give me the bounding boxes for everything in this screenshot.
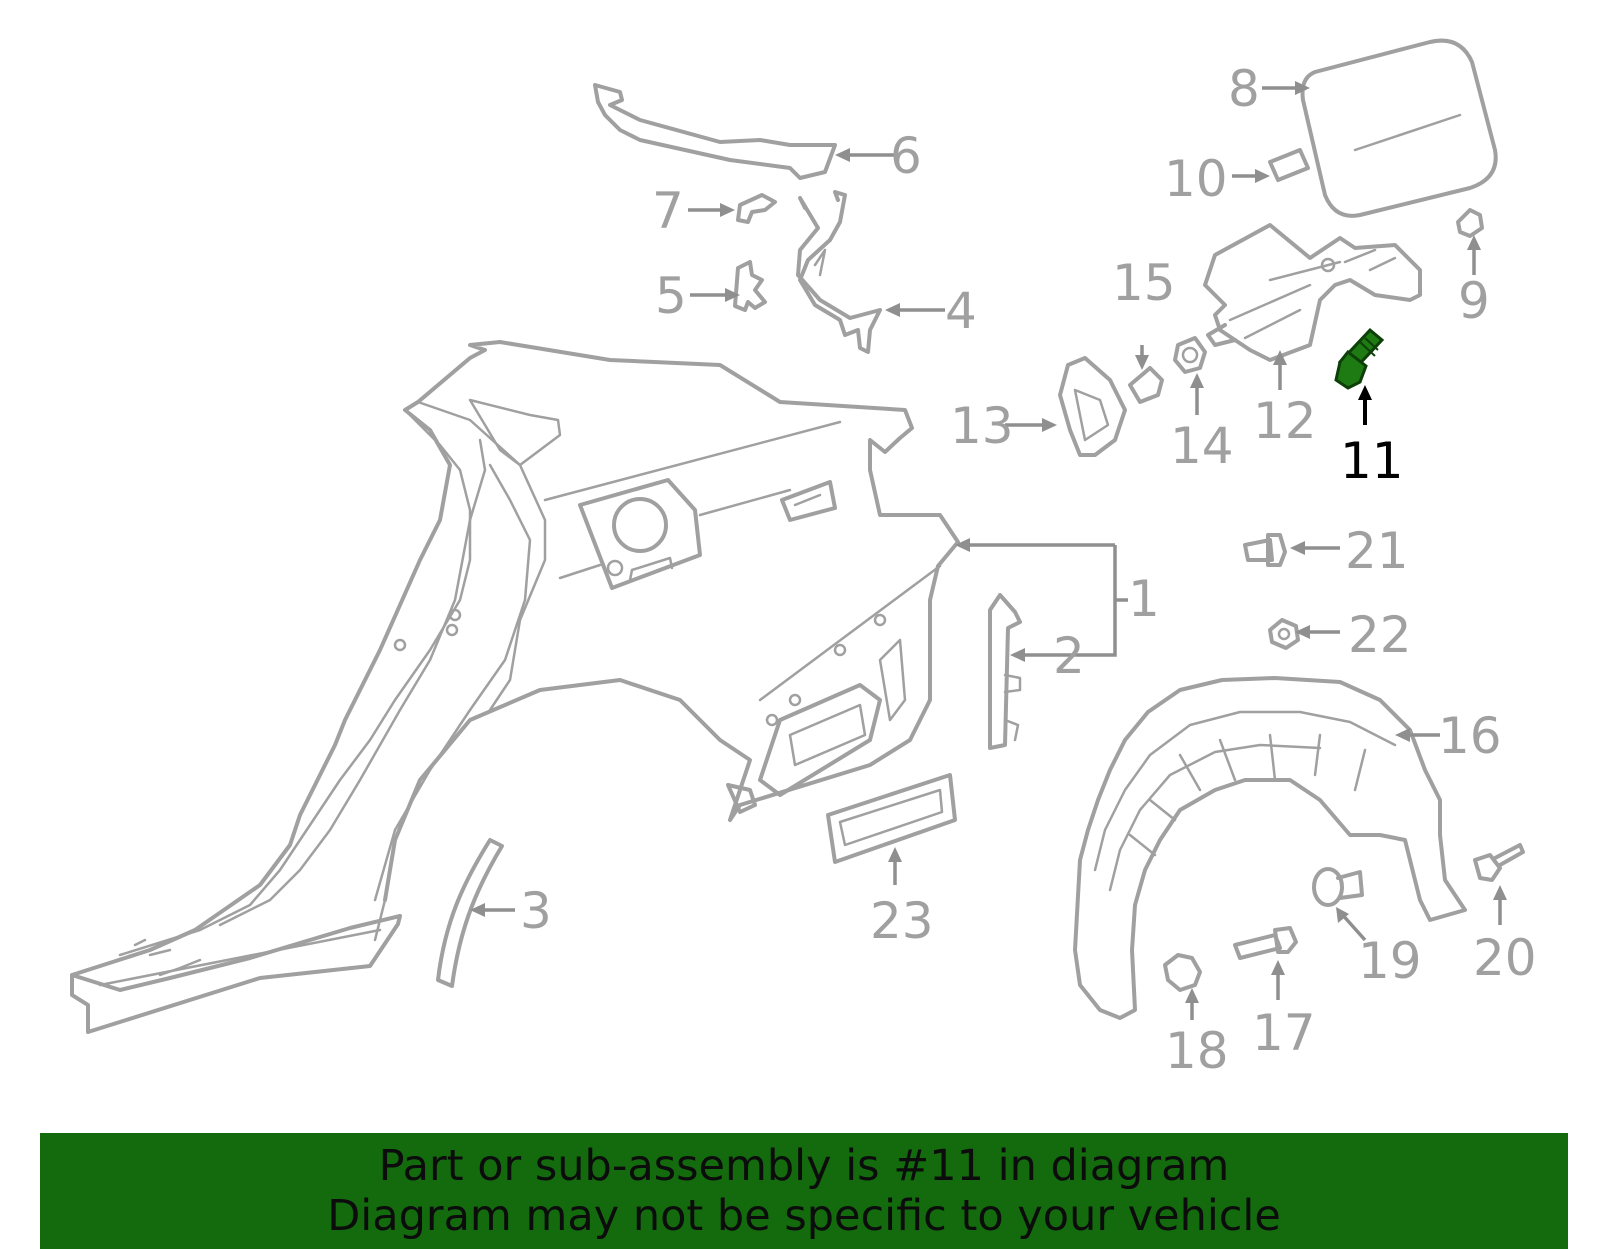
clip-part-5 xyxy=(733,260,767,312)
callout-14: 14 xyxy=(1170,417,1234,475)
pad-part-23 xyxy=(826,773,957,864)
clip-part-15 xyxy=(1128,366,1164,404)
callout-9: 9 xyxy=(1458,272,1490,330)
bracket-part-2 xyxy=(988,593,1022,750)
callout-8: 8 xyxy=(1228,60,1260,118)
arrowheads xyxy=(470,81,1507,1003)
callout-22: 22 xyxy=(1348,606,1412,664)
callout-23: 23 xyxy=(870,892,934,950)
callout-20: 20 xyxy=(1473,929,1537,987)
callout-18: 18 xyxy=(1165,1022,1229,1080)
callout-15: 15 xyxy=(1112,254,1176,312)
clip-part-20 xyxy=(1473,843,1525,882)
pad-part-10 xyxy=(1268,148,1310,182)
callout-21: 21 xyxy=(1345,522,1409,580)
callout-13: 13 xyxy=(950,397,1014,455)
callout-10: 10 xyxy=(1164,150,1228,208)
callout-12: 12 xyxy=(1253,392,1317,450)
reinforcement-part-4 xyxy=(796,190,882,354)
callout-2: 2 xyxy=(1053,627,1085,685)
clip-part-21 xyxy=(1243,533,1287,567)
callout-labels: 1 2 3 4 5 6 7 8 9 10 11 12 13 14 15 16 1… xyxy=(520,60,1537,1080)
banner-line-part-info: Part or sub-assembly is #11 in diagram xyxy=(378,1141,1230,1191)
banner-line-disclaimer: Diagram may not be specific to your vehi… xyxy=(327,1191,1281,1241)
callout-7: 7 xyxy=(652,182,684,240)
callout-5: 5 xyxy=(655,267,687,325)
filler-box-part-12 xyxy=(1203,223,1422,362)
callout-4: 4 xyxy=(945,282,977,340)
leader-lines xyxy=(475,86,1502,1020)
bolt-part-17 xyxy=(1233,926,1298,960)
small-bracket-part-7 xyxy=(736,193,777,224)
nut-part-9 xyxy=(1456,208,1484,238)
grommet-part-22 xyxy=(1268,618,1300,650)
quarter-panel-part-1 xyxy=(70,340,960,1034)
clip-part-19 xyxy=(1312,867,1364,907)
clip-part-18 xyxy=(1163,953,1202,992)
callout-19: 19 xyxy=(1358,932,1422,990)
fuel-door-part-8 xyxy=(1300,38,1498,218)
grommet-part-14 xyxy=(1173,336,1207,374)
housing-part-13 xyxy=(1058,356,1127,457)
liner-part-16 xyxy=(1073,676,1467,1020)
info-banner: Part or sub-assembly is #11 in diagram D… xyxy=(40,1133,1568,1249)
callout-1: 1 xyxy=(1128,570,1160,628)
arch-molding-part-3 xyxy=(436,838,504,988)
upper-rail-part-6 xyxy=(593,83,837,180)
callout-11: 11 xyxy=(1340,432,1404,490)
callout-6: 6 xyxy=(890,127,922,185)
callout-16: 16 xyxy=(1438,707,1502,765)
callout-17: 17 xyxy=(1252,1004,1316,1062)
callout-3: 3 xyxy=(520,882,552,940)
bolt-part-11-highlighted xyxy=(1334,327,1385,390)
